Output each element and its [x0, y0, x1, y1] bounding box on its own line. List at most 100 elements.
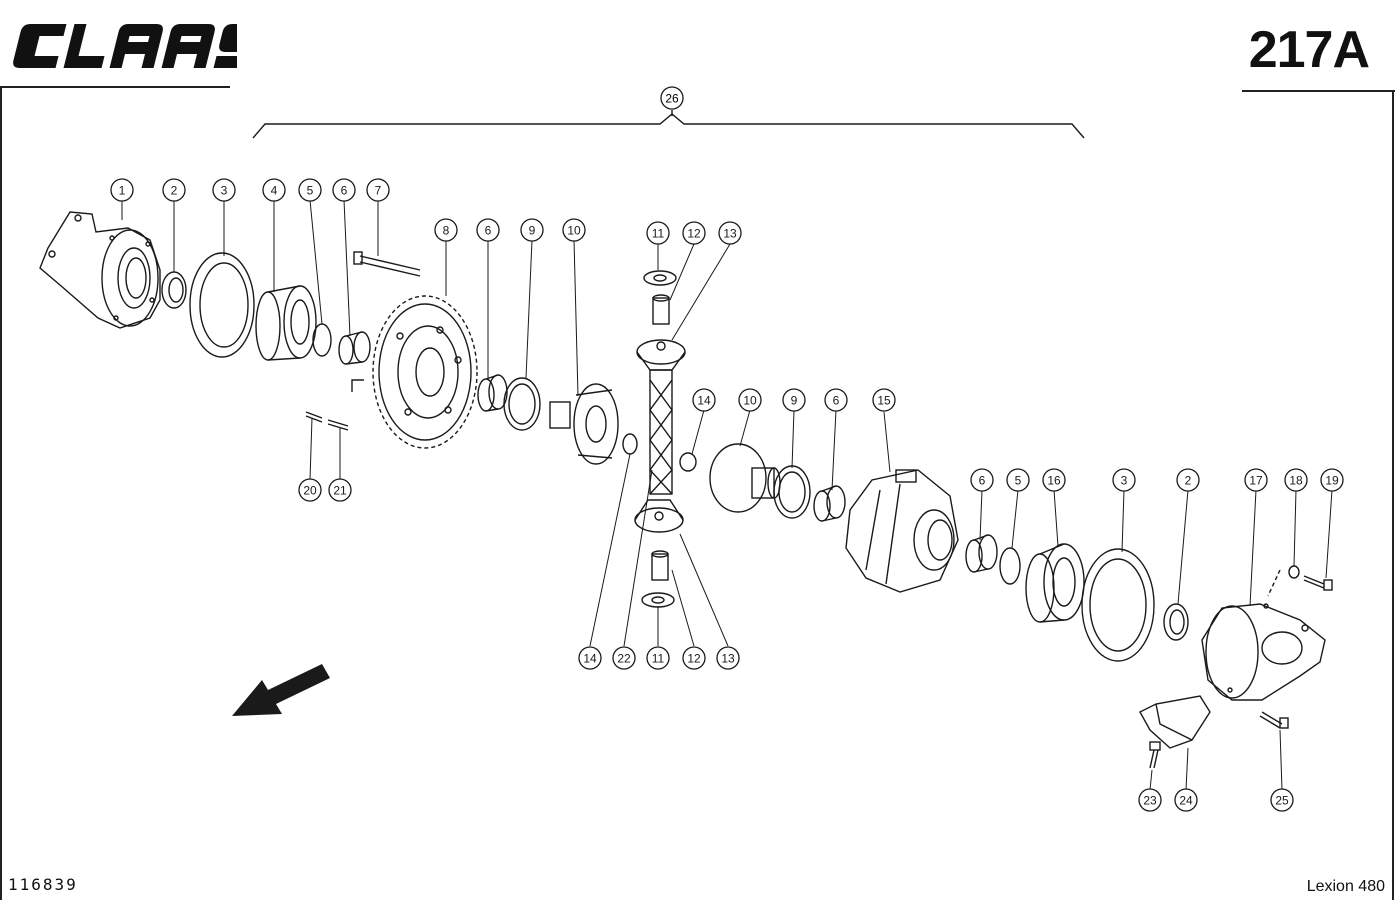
- part-bush-12-bottom: [651, 550, 669, 581]
- callout-6: 6: [476, 218, 500, 242]
- claas-logo: [13, 24, 237, 68]
- part-bearing-right: [1025, 543, 1085, 623]
- callout-14: 14: [692, 388, 716, 412]
- part-shim-left: [503, 377, 541, 431]
- callout-18: 18: [1284, 468, 1308, 492]
- callout-1: 1: [110, 178, 134, 202]
- callout-number: 6: [485, 224, 492, 238]
- part-washer-11-top: [643, 270, 677, 286]
- part-screw-25: [1259, 711, 1289, 729]
- part-bearing-left: [255, 285, 317, 361]
- callout-number: 9: [529, 224, 536, 238]
- callout-10: 10: [562, 218, 586, 242]
- drawing-number: 116839: [8, 875, 78, 894]
- callout-16: 16: [1042, 468, 1066, 492]
- callout-number: 1: [119, 184, 126, 198]
- callout-number: 2: [171, 184, 178, 198]
- callout-number: 20: [303, 484, 317, 498]
- frame-right: [1392, 90, 1394, 900]
- part-shim-right: [773, 465, 811, 519]
- callout-2: 2: [1176, 468, 1200, 492]
- callout-number: 3: [1121, 474, 1128, 488]
- part-guard-plate: [1139, 695, 1211, 749]
- callout-number: 23: [1143, 794, 1157, 808]
- callout-6: 6: [970, 468, 994, 492]
- callout-number: 21: [333, 484, 347, 498]
- callout-10: 10: [738, 388, 762, 412]
- part-bevel-gear-right: [709, 443, 781, 513]
- callout-9: 9: [520, 218, 544, 242]
- callout-4: 4: [262, 178, 286, 202]
- callout-assembly: 26: [660, 86, 684, 110]
- callout-number: 15: [877, 394, 891, 408]
- part-bush-right: [965, 534, 998, 573]
- leader-lines: [121, 199, 1333, 791]
- callout-number: 6: [341, 184, 348, 198]
- direction-arrow: [232, 664, 330, 716]
- part-ring-14-right: [679, 452, 697, 472]
- callout-number: 19: [1325, 474, 1339, 488]
- callout-2: 2: [162, 178, 186, 202]
- callout-number: 11: [652, 652, 665, 666]
- callout-11: 11: [646, 221, 670, 245]
- part-flange-housing-right: [1201, 603, 1326, 701]
- callout-7: 7: [366, 178, 390, 202]
- callout-number: 5: [307, 184, 314, 198]
- callout-number: 14: [697, 394, 711, 408]
- callout-number: 13: [721, 652, 735, 666]
- callout-number: 25: [1275, 794, 1289, 808]
- callout-number: 18: [1289, 474, 1303, 488]
- part-oring-left: [312, 323, 332, 357]
- callout-number: 2: [1185, 474, 1192, 488]
- part-bolt-19: [1267, 569, 1333, 597]
- part-pinion-top: [636, 339, 686, 371]
- callout-number: 3: [221, 184, 228, 198]
- callout-3: 3: [1112, 468, 1136, 492]
- page-code: 217A: [1248, 21, 1370, 79]
- callout-17: 17: [1244, 468, 1268, 492]
- part-pinion-bottom: [634, 499, 684, 533]
- callout-3: 3: [212, 178, 236, 202]
- part-screw-23: [1149, 741, 1161, 769]
- part-bush-12-top: [652, 294, 670, 325]
- callout-12: 12: [682, 646, 706, 670]
- callout-number: 17: [1249, 474, 1263, 488]
- part-gasket-left: [189, 252, 255, 358]
- callout-15: 15: [872, 388, 896, 412]
- part-spider-shaft: [649, 369, 673, 495]
- callout-number: 6: [833, 394, 840, 408]
- callout-12: 12: [682, 221, 706, 245]
- callout-number: 4: [271, 184, 278, 198]
- callout-number: 12: [687, 652, 701, 666]
- callout-5: 5: [298, 178, 322, 202]
- callout-13: 13: [716, 646, 740, 670]
- callout-number: 13: [723, 227, 737, 241]
- part-large-gear: [372, 295, 478, 449]
- callout-number: 9: [791, 394, 798, 408]
- callout-21: 21: [328, 478, 352, 502]
- part-ring-14-left: [622, 433, 638, 455]
- callout-22: 22: [612, 646, 636, 670]
- callout-6: 6: [332, 178, 356, 202]
- part-washer-18: [1288, 565, 1300, 579]
- part-long-bolt: [353, 251, 421, 277]
- part-bush-middle: [477, 374, 508, 412]
- callout-number: 8: [443, 224, 450, 238]
- part-gasket-right: [1081, 548, 1155, 662]
- callout-13: 13: [718, 221, 742, 245]
- part-bevel-gear-left: [549, 383, 619, 465]
- header-rule-right: [1242, 90, 1395, 92]
- callout-6: 6: [824, 388, 848, 412]
- part-bush-left: [338, 331, 371, 365]
- frame-left: [0, 86, 2, 900]
- callout-number: 11: [652, 227, 665, 241]
- callout-number: 12: [687, 227, 701, 241]
- callout-20: 20: [298, 478, 322, 502]
- callout-number: 7: [375, 184, 382, 198]
- callout-number: 5: [1015, 474, 1022, 488]
- callout-23: 23: [1138, 788, 1162, 812]
- assembly-bracket: [252, 110, 1085, 139]
- callout-14: 14: [578, 646, 602, 670]
